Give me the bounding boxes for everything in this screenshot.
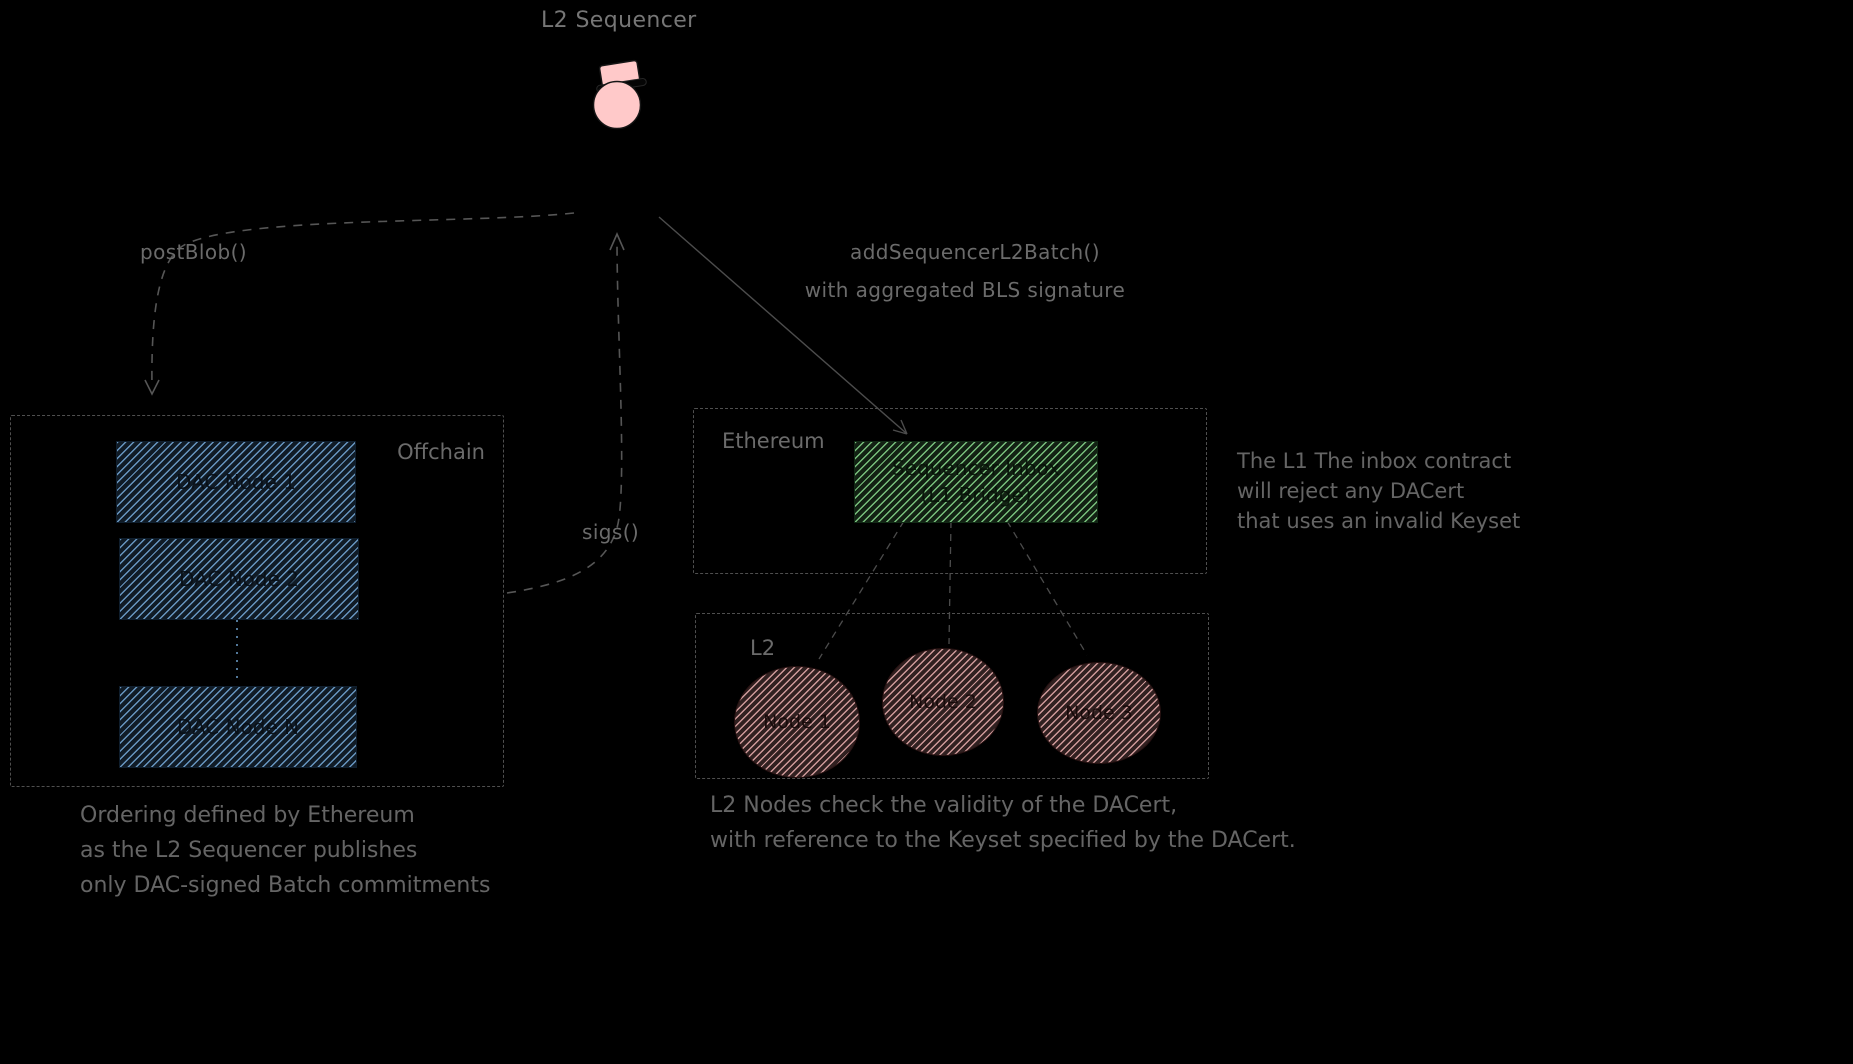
offchain-note-line3: only DAC-signed Batch commitments (80, 873, 491, 898)
ethereum-group: Ethereum Sequencer Inbox (L1 Bridge) (693, 408, 1207, 574)
sigs-arrowhead-icon (609, 232, 625, 251)
dac-node-2: DAC Node 2 (119, 538, 359, 620)
inbox-note: The L1 The inbox contract will reject an… (1237, 446, 1520, 536)
l2-note: L2 Nodes check the validity of the DACer… (710, 788, 1296, 858)
l2-node-1: Node 1 (734, 666, 860, 778)
sequencer-inbox-node: Sequencer Inbox (L1 Bridge) (854, 441, 1098, 523)
ethereum-group-label: Ethereum (722, 429, 825, 453)
add-batch-label-line1: addSequencerL2Batch() (850, 240, 1100, 264)
sigs-label: sigs() (582, 520, 640, 544)
inbox-note-line1: The L1 The inbox contract (1237, 449, 1512, 473)
dac-node-n: DAC Node N (119, 686, 357, 768)
sequencer-avatar-icon (592, 59, 647, 130)
dac-node-1-label: DAC Node 1 (176, 470, 296, 494)
dac-node-n-label: DAC Node N (176, 715, 300, 739)
dac-node-1: DAC Node 1 (116, 441, 356, 523)
add-batch-label-line2: with aggregated BLS signature (804, 278, 1126, 302)
inbox-note-line3: that uses an invalid Keyset (1237, 509, 1521, 533)
dac-node-2-label: DAC Node 2 (179, 567, 299, 591)
offchain-group: Offchain DAC Node 1 DAC Node 2 DAC Node … (10, 415, 504, 787)
l2-node-2-label: Node 2 (909, 691, 977, 713)
l2-group: L2 Node 1 Node 2 Node 3 (695, 613, 1209, 779)
offchain-group-label: Offchain (397, 440, 485, 464)
l2-node-3-label: Node 3 (1065, 702, 1133, 724)
postblob-arrowhead-icon (144, 379, 160, 396)
offchain-note: Ordering defined by Ethereum as the L2 S… (80, 798, 490, 903)
l2-node-1-label: Node 1 (763, 711, 831, 733)
sequencer-inbox-label-line2: (L1 Bridge) (920, 483, 1032, 507)
l2-group-label: L2 (750, 636, 776, 660)
sequencer-title: L2 Sequencer (541, 8, 697, 33)
inbox-note-line2: will reject any DACert (1237, 479, 1465, 503)
l2-note-line2: with reference to the Keyset specified b… (710, 828, 1296, 853)
postblob-label: postBlob() (140, 240, 248, 264)
l2-note-line1: L2 Nodes check the validity of the DACer… (710, 793, 1178, 818)
l2-node-2: Node 2 (882, 648, 1004, 756)
sequencer-inbox-label-line1: Sequencer Inbox (892, 456, 1060, 480)
offchain-note-line2: as the L2 Sequencer publishes (80, 838, 418, 863)
l2-node-3: Node 3 (1037, 662, 1161, 764)
offchain-note-line1: Ordering defined by Ethereum (80, 803, 415, 828)
